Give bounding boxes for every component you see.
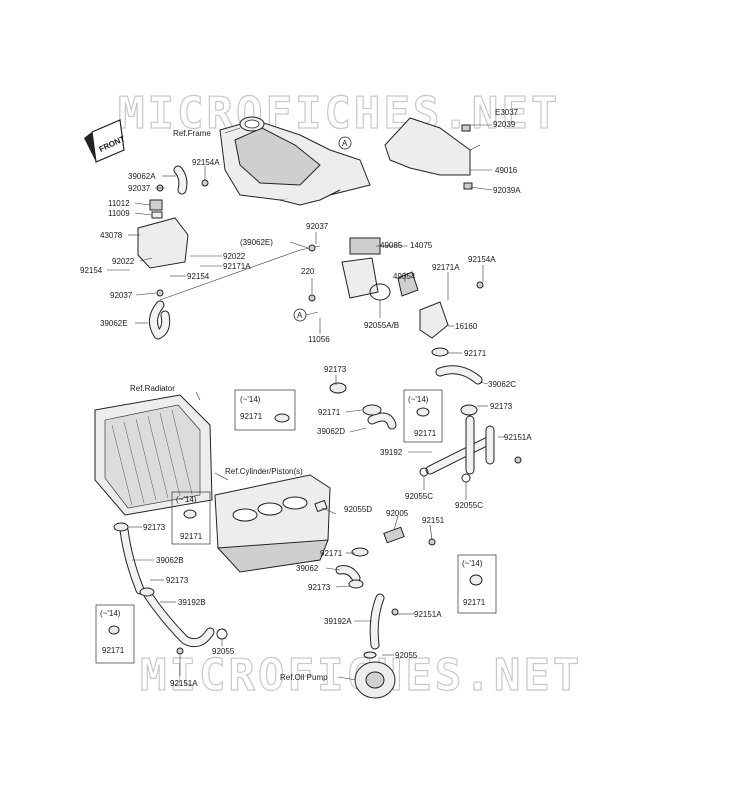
part-label: 92039A (493, 186, 521, 195)
frame-assembly (219, 116, 371, 206)
year-box-3 (171, 491, 211, 545)
part-label: 49085 (380, 241, 403, 250)
part-label: 92022 (112, 257, 135, 266)
part-label: 16160 (455, 322, 478, 331)
part-label: 49016 (495, 166, 518, 175)
year-box-5 (95, 604, 135, 664)
part-label: 92055A/B (364, 321, 399, 330)
watermark-top: MICROFICHES.NET (118, 88, 560, 139)
year-box-3-label: (~'14) (176, 495, 197, 504)
year-box-1-label: (~'14) (240, 395, 261, 404)
part-label: 43078 (100, 231, 123, 240)
part-label: 92154A (468, 255, 496, 264)
part-label: 92171A (223, 262, 251, 271)
callout-marker-a-mid: A (297, 311, 303, 320)
ref-oil-pump-label: Ref.Oil Pump (280, 673, 328, 682)
water-pipe-39192 (425, 415, 495, 475)
part-label: 39062B (156, 556, 184, 565)
part-label: 92171 (414, 429, 437, 438)
part-label: 92005 (386, 509, 409, 518)
thermostat-housing-14075 (341, 237, 391, 301)
part-label: E3037 (495, 108, 519, 117)
year-box-5-label: (~'14) (100, 609, 121, 618)
part-label: 92037 (128, 184, 151, 193)
part-label: 92171 (102, 646, 125, 655)
year-box-4-label: (~'14) (462, 559, 483, 568)
reservoir-tank-43078 (137, 199, 189, 269)
part-label: 39062D (317, 427, 345, 436)
radiator (94, 394, 213, 516)
part-label: 92055C (455, 501, 483, 510)
part-label: 39062 (296, 564, 319, 573)
part-label: 92151A (170, 679, 198, 688)
part-label: 92154 (187, 272, 210, 281)
part-label: 92173 (166, 576, 189, 585)
ref-cylinder-label: Ref.Cylinder/Piston(s) (225, 467, 303, 476)
part-label: 14075 (410, 241, 433, 250)
part-label: 39062A (128, 172, 156, 181)
part-label: 92171 (463, 598, 486, 607)
year-box-2-label: (~'14) (408, 395, 429, 404)
part-label: 92171 (318, 408, 341, 417)
part-label: 11012 (108, 199, 130, 208)
part-label: 92173 (324, 365, 347, 374)
part-label: 92151A (504, 433, 532, 442)
part-label: 11056 (308, 335, 330, 344)
part-label: 92055 (212, 647, 235, 656)
part-label: 92055C (405, 492, 433, 501)
part-label: 92171A (432, 263, 460, 272)
part-label: 11009 (108, 209, 130, 218)
part-label: (39062E) (240, 238, 273, 247)
front-arrow-badge: FRONT (84, 119, 126, 163)
part-label: 92154A (192, 158, 220, 167)
part-label: 92039 (493, 120, 516, 129)
part-label: 92171 (320, 549, 343, 558)
oil-pump (354, 651, 396, 699)
part-label: 220 (301, 267, 315, 276)
cylinder-block (214, 474, 331, 573)
part-label: 39062C (488, 380, 516, 389)
part-label: 92037 (306, 222, 329, 231)
part-label: 92151A (414, 610, 442, 619)
year-box-1 (234, 389, 296, 431)
part-label: 39192A (324, 617, 352, 626)
ref-radiator-label: Ref.Radiator (130, 384, 175, 393)
part-label: 92022 (223, 252, 246, 261)
part-label: 92171 (464, 349, 487, 358)
part-label: 92171 (180, 532, 203, 541)
year-box-2 (403, 389, 443, 443)
part-label: 92055 (395, 651, 418, 660)
part-label: 92154 (80, 266, 103, 275)
part-label: 92055D (344, 505, 372, 514)
part-label: 92151 (422, 516, 445, 525)
side-cover-49016 (384, 117, 481, 190)
part-label: 92173 (308, 583, 331, 592)
year-box-4 (457, 554, 497, 614)
part-label: 39192 (380, 448, 403, 457)
part-label: 92037 (110, 291, 133, 300)
part-label: 92173 (143, 523, 166, 532)
part-label: 92173 (490, 402, 513, 411)
hoses (119, 165, 483, 650)
part-label: 49054 (393, 272, 416, 281)
ref-frame-label: Ref.Frame (173, 129, 211, 138)
part-label: 92171 (240, 412, 263, 421)
callout-marker-a-top: A (342, 139, 348, 148)
leader-lines (107, 124, 506, 681)
part-label: 39192B (178, 598, 206, 607)
fitting-16160 (397, 271, 449, 357)
part-label: 39062E (100, 319, 128, 328)
